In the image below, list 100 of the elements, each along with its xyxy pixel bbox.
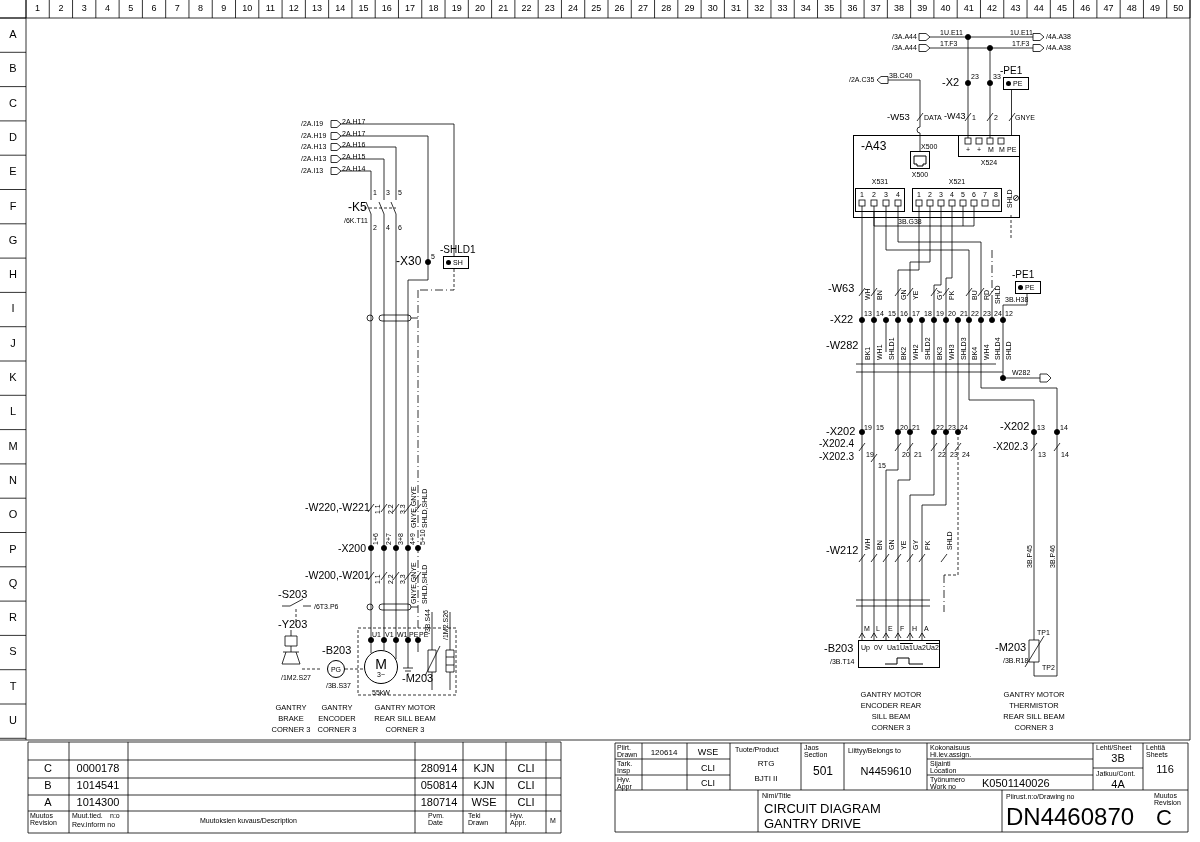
grid-reference: 4 [103, 4, 111, 13]
grid-reference: 45 [1055, 4, 1068, 13]
component-designation: -B203 [824, 643, 854, 654]
grid-reference: 7 [173, 4, 181, 13]
grid-reference: M [7, 440, 19, 452]
title-block-value: B [44, 780, 52, 791]
title-block-value: WSE [471, 797, 497, 808]
component-designation: -X22 [830, 314, 854, 325]
title-block-value: 3B [1111, 753, 1125, 764]
title-block-value: BJTI II [754, 775, 778, 783]
component-designation: -W53 [887, 112, 910, 122]
grid-reference: I [10, 303, 16, 315]
grid-reference: H [8, 269, 18, 281]
grid-reference: 9 [220, 4, 228, 13]
title-block-value: 501 [813, 765, 833, 777]
grid-reference: P [8, 543, 18, 555]
grid-reference: 5 [127, 4, 135, 13]
title-block-value: 0000178 [76, 763, 120, 774]
component-designation: -X202.4 [819, 439, 855, 449]
component-designation: -M203 [995, 642, 1027, 653]
component-designation: -X202.3 [993, 442, 1029, 452]
title-block-value: 180714 [420, 797, 458, 808]
grid-reference: B [8, 63, 18, 75]
title-block-value: C [44, 763, 52, 774]
component-designation: -X202.3 [819, 452, 855, 462]
grid-reference: 23 [543, 4, 556, 13]
grid-reference: 40 [939, 4, 952, 13]
component-designation: -Y203 [278, 619, 308, 630]
module-designation: -A43 [861, 140, 887, 152]
grid-reference: 27 [636, 4, 649, 13]
grid-reference: 47 [1102, 4, 1115, 13]
grid-reference: K [8, 372, 18, 383]
title-block-value: 280914 [420, 763, 458, 774]
component-designation: -K5 [348, 201, 367, 213]
component-designation: -W220,-W221 [305, 502, 370, 513]
grid-reference: 17 [404, 4, 417, 13]
grid-reference: 37 [869, 4, 882, 13]
component-designation: -X202 [826, 426, 856, 437]
grid-reference: 46 [1079, 4, 1092, 13]
grid-reference: U [8, 715, 18, 726]
grid-reference: 11 [264, 4, 277, 13]
component-designation: -W63 [828, 283, 855, 294]
grid-reference: S [8, 646, 18, 658]
grid-reference: 50 [1172, 4, 1185, 13]
grid-reference: 10 [241, 4, 254, 13]
grid-reference: 36 [846, 4, 859, 13]
title-block-value: 120614 [650, 749, 678, 757]
component-designation: -W212 [826, 545, 859, 556]
grid-reference: 44 [1032, 4, 1045, 13]
grid-reference: T [8, 680, 18, 692]
grid-reference: 12 [287, 4, 300, 13]
grid-reference: 49 [1149, 4, 1162, 13]
grid-reference: L [8, 406, 18, 418]
title-block-value: GANTRY DRIVE [764, 817, 862, 830]
grid-reference: 2 [57, 4, 65, 13]
grid-reference: 31 [730, 4, 743, 13]
grid-reference: D [8, 131, 18, 143]
grid-reference: Q [7, 577, 19, 589]
title-block-value: 1014541 [76, 780, 120, 791]
grid-reference: 6 [150, 4, 158, 13]
component-designation: -W43 [944, 112, 966, 121]
title-block-value: CLI [517, 797, 535, 808]
grid-reference: 33 [776, 4, 789, 13]
grid-reference: 13 [311, 4, 323, 13]
grid-reference: O [7, 509, 19, 521]
title-block-value: CLI [517, 763, 535, 774]
grid-reference: 16 [380, 4, 393, 13]
grid-reference: 8 [197, 4, 205, 13]
grid-reference: 42 [986, 4, 999, 13]
grid-reference: 15 [357, 4, 370, 13]
grid-reference: 22 [520, 4, 533, 13]
grid-reference: 14 [334, 4, 347, 13]
grid-reference: 19 [450, 4, 463, 13]
title-block-value: DN4460870 [1006, 805, 1135, 829]
grid-reference: 48 [1125, 4, 1138, 13]
title-block-value: KJN [473, 763, 495, 774]
grid-reference: E [8, 166, 18, 178]
title-block-value: WSE [697, 748, 719, 757]
grid-reference: R [8, 612, 18, 624]
grid-reference: 30 [706, 4, 719, 13]
title-block-value: 050814 [420, 780, 458, 791]
title-block-value: K0501140026 [982, 778, 1050, 789]
grid-reference: 39 [916, 4, 929, 13]
title-block-value: 1014300 [76, 797, 120, 808]
component-designation: -S203 [278, 589, 308, 600]
title-block-value: CLI [701, 779, 715, 788]
component-designation: -W282 [826, 340, 859, 351]
title-block-value: A [44, 797, 52, 808]
title-block-value: CLI [701, 764, 715, 773]
component-designation: -X200 [338, 543, 367, 554]
component-designation: -PE1 [1012, 270, 1035, 280]
component-designation: -X2 [942, 77, 960, 88]
component-designation: -X202 [1000, 421, 1030, 432]
grid-reference: F [8, 200, 18, 212]
title-block-value: 4A [1111, 779, 1125, 790]
grid-reference: 1 [34, 4, 42, 13]
grid-reference: 35 [823, 4, 836, 13]
grid-reference: N [8, 474, 18, 486]
title-block-value: CIRCUIT DIAGRAM [764, 802, 881, 815]
title-block-value: C [1156, 807, 1172, 829]
